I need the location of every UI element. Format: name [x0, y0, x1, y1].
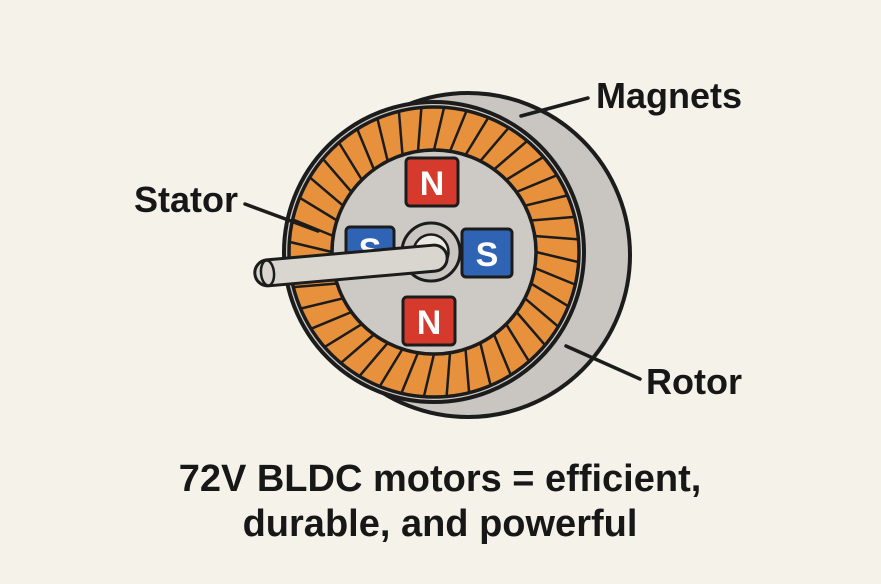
coil-segments [289, 107, 579, 397]
coil-turn-divider [356, 128, 376, 170]
coil-turn-divider [337, 141, 363, 181]
coil-outer-outline [287, 105, 581, 399]
coil-turn-divider [445, 352, 452, 397]
stator-coil-ring [289, 107, 579, 397]
coil-turn-divider [515, 311, 547, 347]
coil-turn-divider [505, 155, 545, 181]
coil-turn-divider [339, 333, 375, 365]
magnet-north-top-letter: N [420, 165, 445, 203]
coil-turn-divider [376, 118, 389, 162]
coil-turn-divider [505, 323, 531, 363]
motor-shaft [253, 243, 449, 288]
coil-turn-divider [293, 282, 338, 289]
coil-turn-divider [464, 116, 490, 156]
coil-turn-divider [308, 176, 344, 207]
coil-turn-divider [524, 297, 560, 328]
shaft-end-cap [259, 259, 276, 287]
coil-turn-divider [397, 111, 404, 156]
coil-turn-divider [534, 266, 576, 286]
magnet-north-top [404, 156, 460, 208]
coil-turn-divider [493, 139, 529, 171]
coil-turn-divider [298, 196, 338, 222]
coil-turn-divider [479, 126, 510, 162]
coil-turn-divider [516, 174, 558, 194]
coil-turn-divider [464, 348, 471, 393]
coil-inner-outline [330, 148, 538, 356]
stator-label: Stator [134, 179, 238, 220]
magnets-leader-line [519, 96, 590, 118]
rotor-leader-line [564, 344, 642, 381]
magnets-label: Magnets [596, 75, 742, 116]
coil-turn-divider [448, 110, 468, 152]
coil-turn-divider [432, 107, 446, 151]
coil-turn-divider [416, 107, 423, 152]
coil-turn-divider [400, 352, 420, 394]
coil-turn-divider [524, 194, 568, 207]
coil-turn-divider [530, 282, 570, 308]
magnet-north-bottom-letter: N [417, 304, 442, 342]
coil-turn-divider [310, 310, 352, 330]
coil-turn-divider [378, 348, 404, 388]
coil-turn-divider [492, 334, 512, 376]
caption-line-2: durable, and powerful [243, 503, 638, 545]
stator-leader-line [243, 202, 320, 233]
coil-turn-divider [479, 342, 492, 386]
coil-turn-divider [358, 342, 389, 378]
rotor-label: Rotor [646, 361, 742, 402]
coil-turn-divider [323, 323, 363, 349]
magnet-north-bottom [401, 295, 457, 347]
coil-turn-divider [300, 297, 344, 310]
coil-turn-divider [321, 157, 353, 193]
coil-turn-divider [289, 240, 333, 254]
magnet-south-right [460, 227, 514, 279]
magnet-south-right-letter: S [476, 236, 499, 274]
coil-turn-divider [535, 250, 579, 264]
caption-line-1: 72V BLDC motors = efficient, [179, 458, 702, 500]
coil-turn-divider [534, 234, 579, 241]
coil-turn-divider [422, 353, 436, 397]
coil-turn-divider [530, 215, 575, 222]
